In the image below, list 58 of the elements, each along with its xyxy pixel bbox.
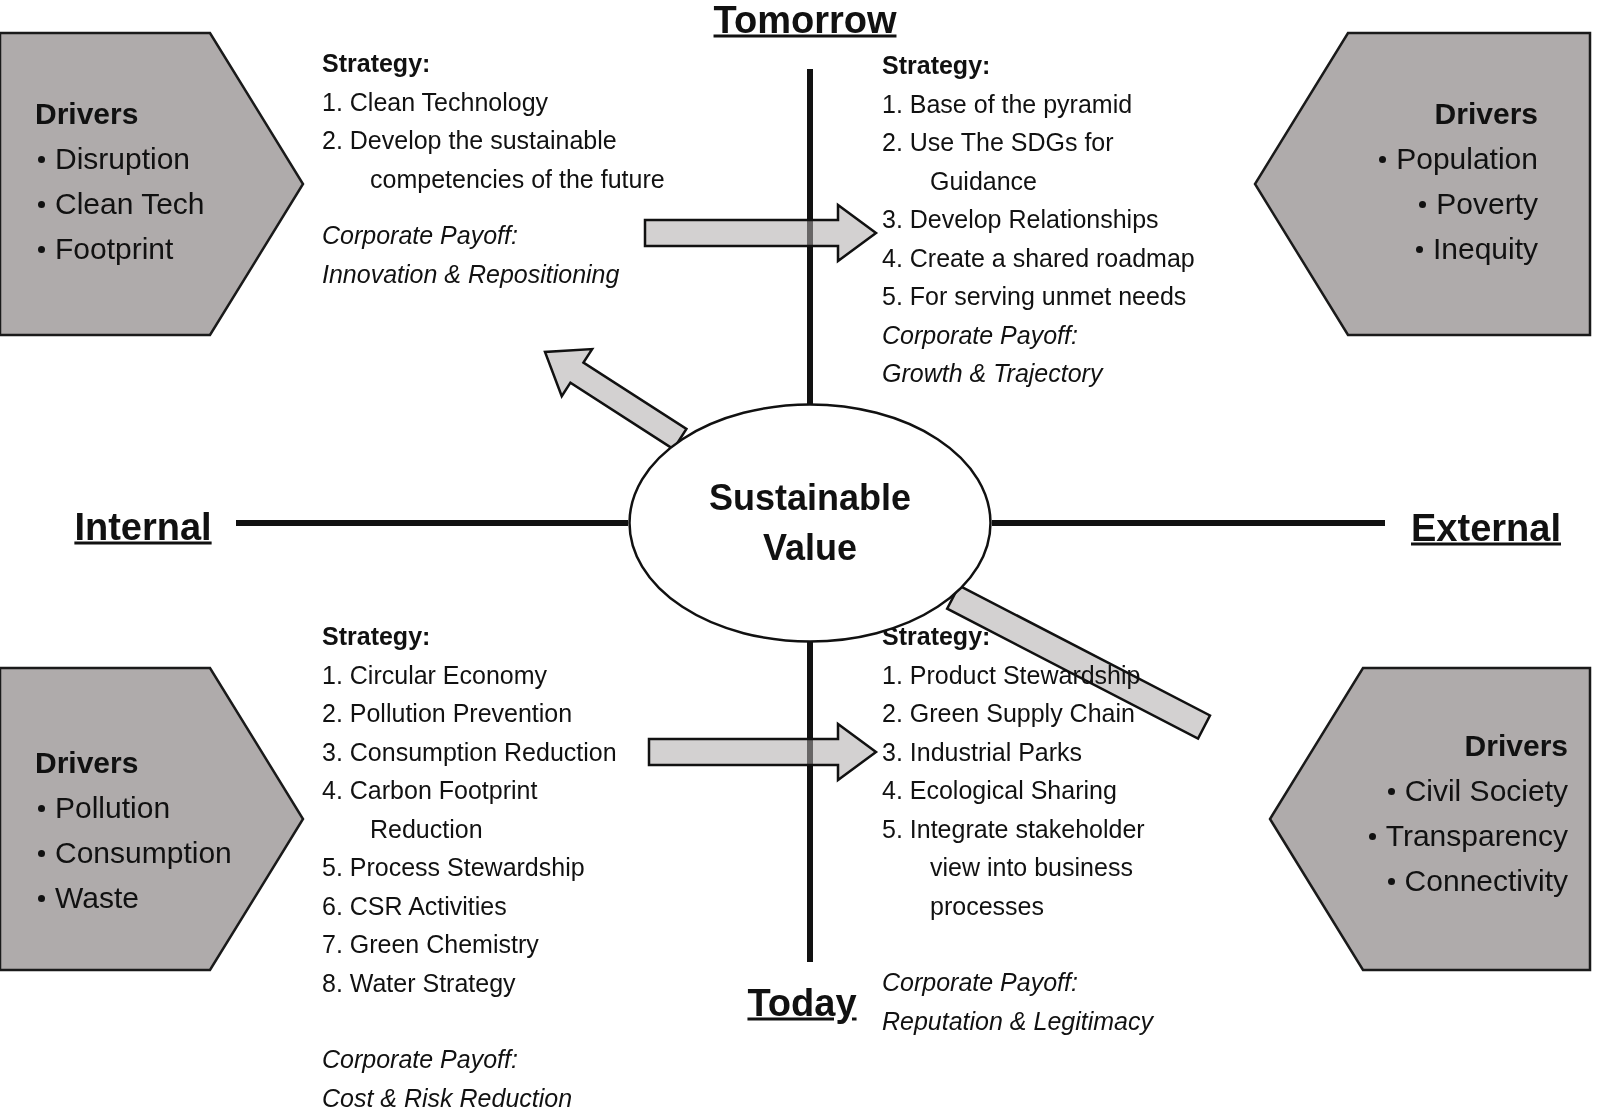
- driver-item: Civil Society: [1384, 768, 1568, 813]
- strategy-heading: Strategy:: [322, 621, 432, 652]
- strategy-item: 1. Clean Technology: [322, 86, 550, 118]
- payoff-text: Growth & Trajectory: [882, 358, 1105, 389]
- driver-item: Disruption: [35, 136, 191, 181]
- driver-item: Population: [1376, 136, 1538, 181]
- payoff-text: Cost & Risk Reduction: [322, 1082, 574, 1114]
- strategy-item: 4. Create a shared roadmap: [882, 242, 1196, 274]
- axis-label: Today: [747, 981, 857, 1025]
- strategy-item: 5. Process Stewardship: [322, 852, 586, 883]
- strategy-item: 7. Green Chemistry: [322, 929, 540, 960]
- strategy-item: 8. Water Strategy: [322, 967, 517, 999]
- driver-item: Pollution: [35, 785, 171, 830]
- driver-item: Inequity: [1412, 226, 1538, 271]
- payoff-text: Corporate Payoff:: [322, 220, 519, 251]
- driver-item: Clean Tech: [35, 181, 205, 226]
- drivers-heading: Drivers: [35, 96, 139, 132]
- axis-label: External: [1411, 506, 1561, 550]
- payoff-text: Corporate Payoff:: [322, 1044, 519, 1075]
- strategy-item: 3. Develop Relationships: [882, 204, 1160, 235]
- strategy-heading: Strategy:: [322, 48, 432, 79]
- block-arrow: [647, 721, 879, 783]
- driver-hexagon: [1270, 668, 1590, 970]
- driver-hexagon: [0, 668, 303, 970]
- payoff-text: Corporate Payoff:: [882, 319, 1079, 351]
- strategy-item: 6. CSR Activities: [322, 890, 508, 922]
- strategy-heading: Strategy:: [882, 50, 992, 81]
- axis-label: Tomorrow: [713, 0, 897, 42]
- drivers-heading: Drivers: [1464, 728, 1568, 764]
- driver-item: Connectivity: [1384, 858, 1568, 903]
- strategy-item: 2. Green Supply Chain: [882, 698, 1136, 729]
- payoff-text: Innovation & Repositioning: [322, 258, 621, 290]
- strategy-item: 5. Integrate stakeholder view into business processes: [882, 813, 1146, 922]
- driver-item: Footprint: [35, 226, 174, 271]
- driver-item: Consumption: [35, 830, 232, 875]
- driver-item: Transparency: [1365, 813, 1568, 858]
- strategy-item: 2. Pollution Prevention: [322, 698, 574, 729]
- strategy-item: 3. Industrial Parks: [882, 736, 1084, 768]
- strategy-item: 2. Develop the sustainable competencies of the future: [322, 125, 666, 195]
- strategy-item: 4. Carbon Footprint Reduction: [322, 775, 539, 845]
- strategy-item: 5. For serving unmet needs: [882, 281, 1188, 312]
- driver-hexagon: [0, 33, 303, 335]
- drivers-heading: Drivers: [1434, 96, 1538, 132]
- strategy-item: 4. Ecological Sharing: [882, 775, 1118, 806]
- driver-hexagon: [1255, 33, 1590, 335]
- strategy-item: 2. Use The SDGs for Guidance: [882, 127, 1115, 197]
- strategy-heading: Strategy:: [882, 621, 992, 652]
- payoff-text: Corporate Payoff:: [882, 967, 1079, 998]
- driver-item: Poverty: [1416, 181, 1538, 226]
- block-arrow: [643, 202, 879, 264]
- drivers-heading: Drivers: [35, 745, 139, 781]
- strategy-item: 1. Base of the pyramid: [882, 88, 1134, 120]
- driver-item: Waste: [35, 875, 139, 920]
- axis-label: Internal: [74, 505, 212, 549]
- payoff-text: Reputation & Legitimacy: [882, 1005, 1155, 1037]
- strategy-item: 1. Circular Economy: [322, 659, 549, 691]
- center-title: Sustainable Value: [707, 476, 913, 570]
- strategy-item: 3. Consumption Reduction: [322, 736, 618, 768]
